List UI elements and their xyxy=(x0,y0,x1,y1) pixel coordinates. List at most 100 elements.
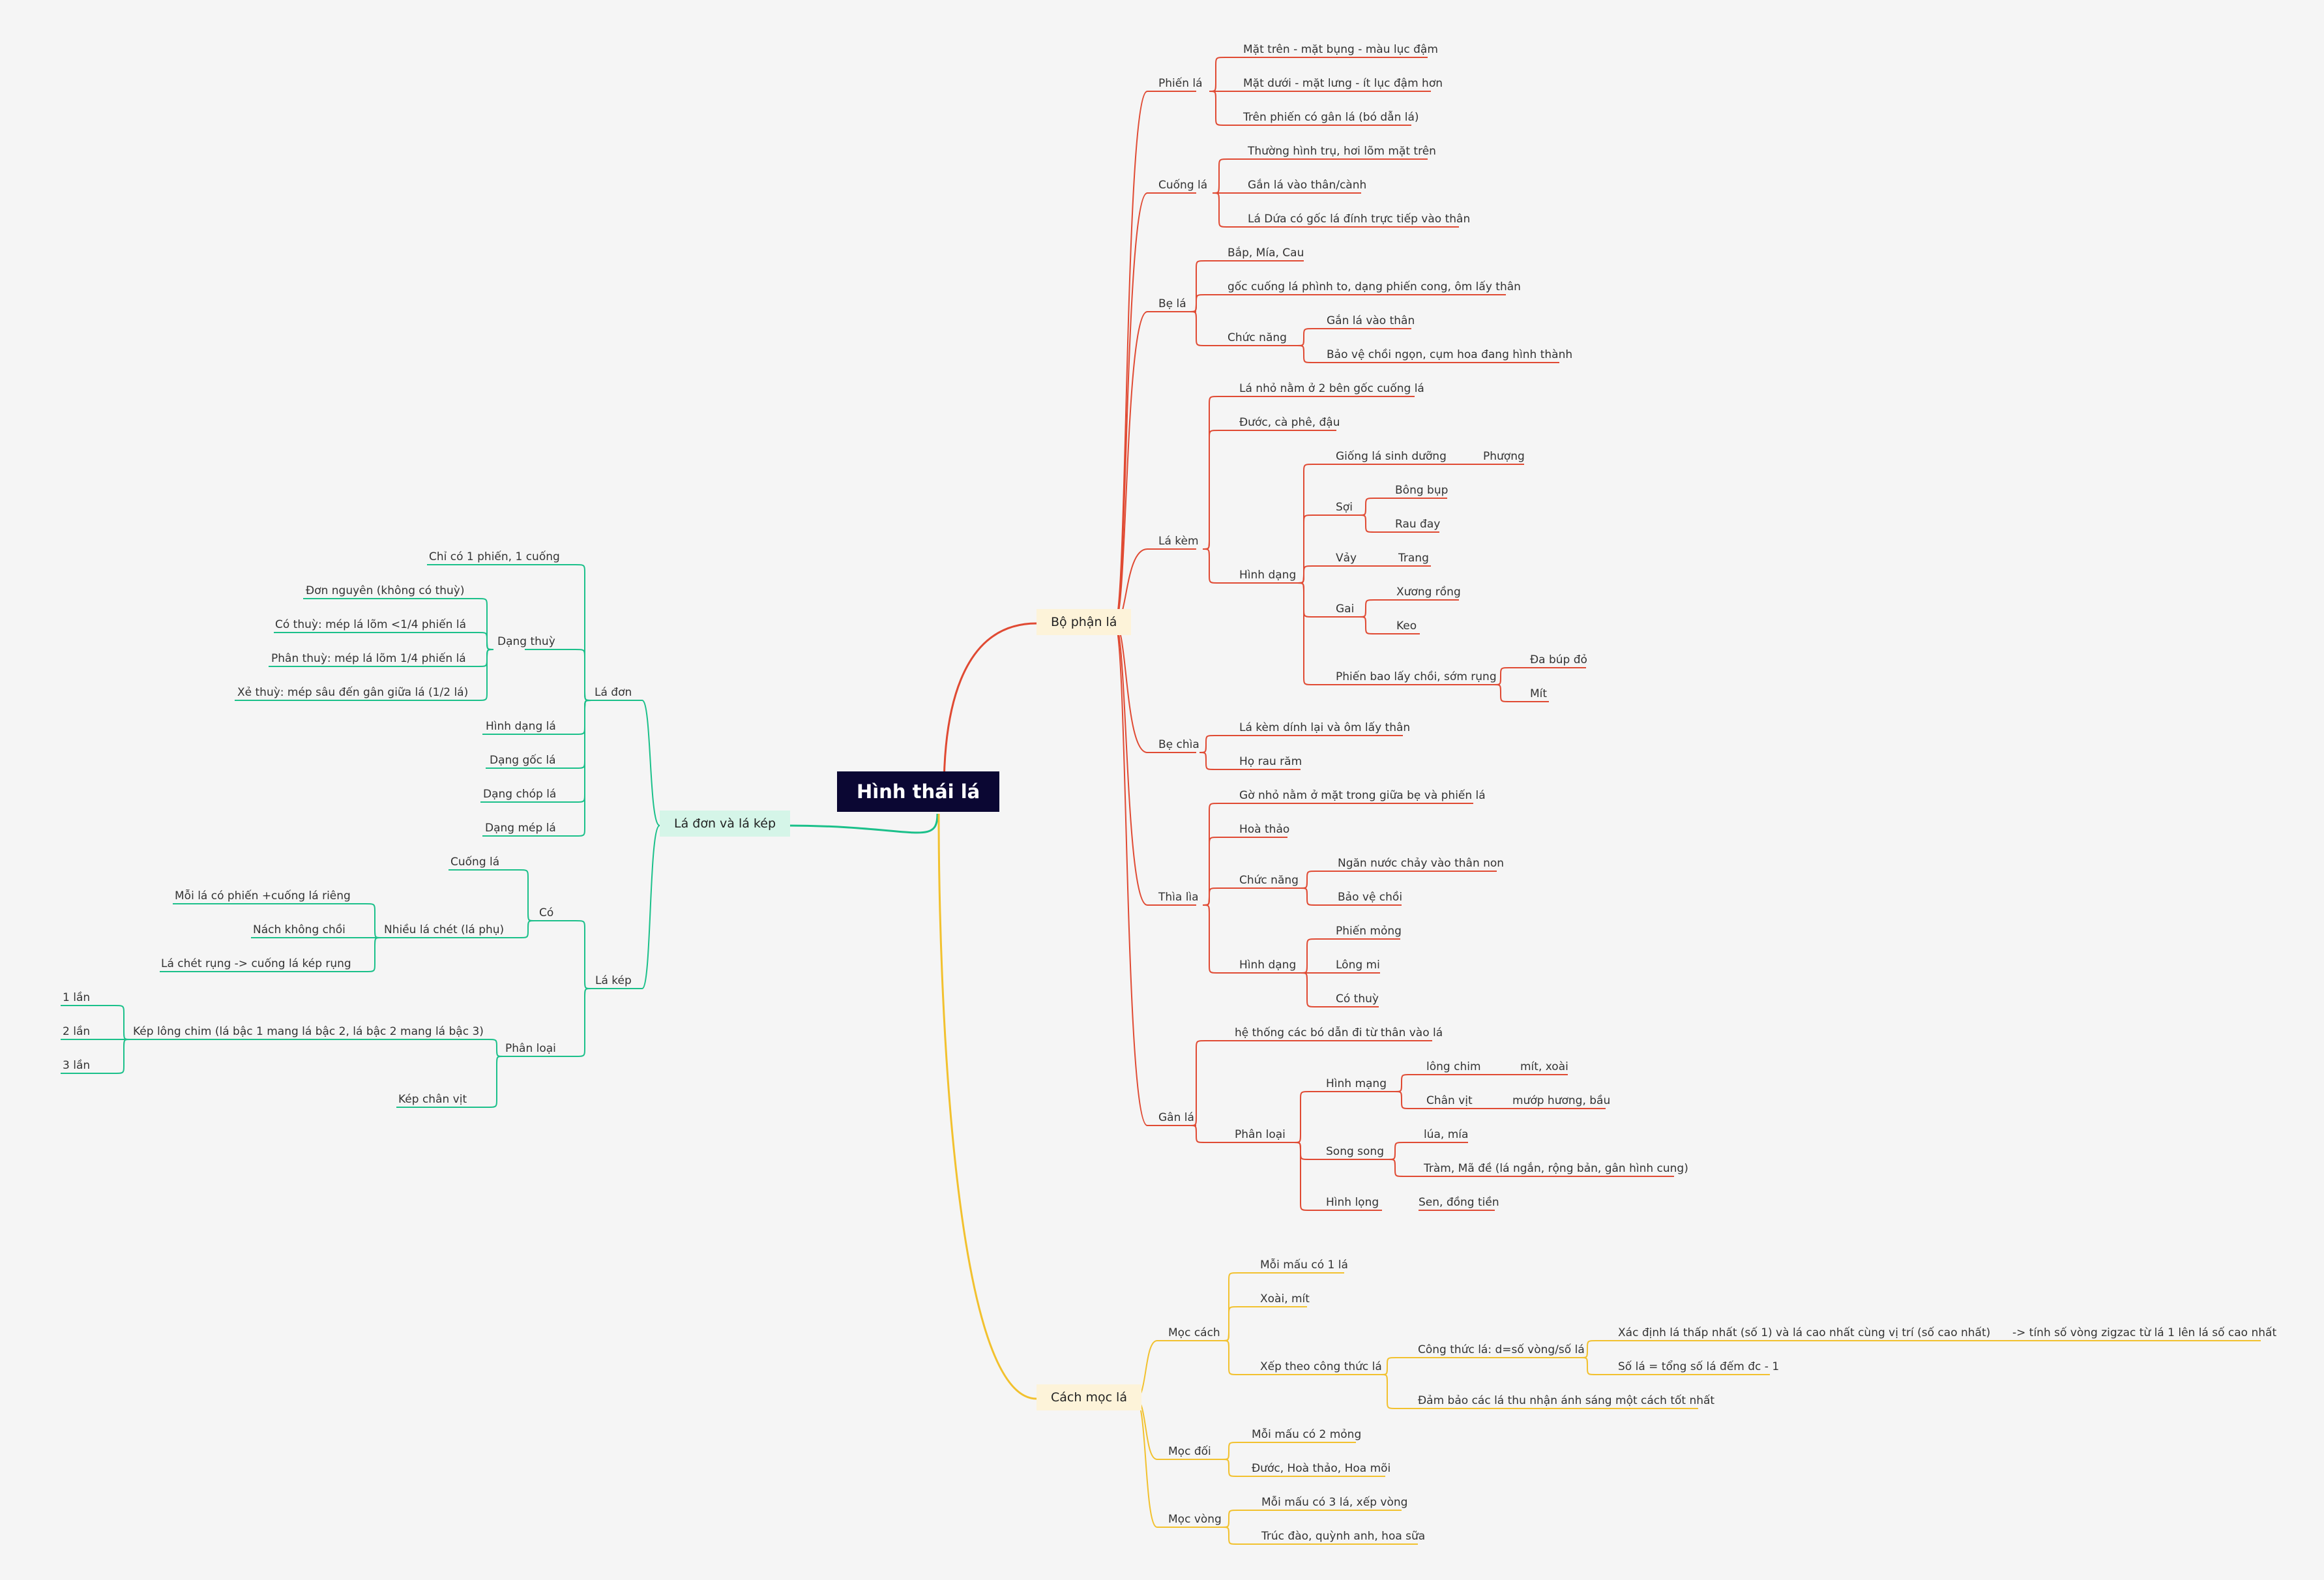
topic-lkp-nach-khong-choi[interactable]: Nách không chồi xyxy=(253,923,346,936)
topic-md-duoc[interactable]: Đước, Hoà thảo, Hoa mõi xyxy=(1252,1462,1391,1475)
topic-la-kem[interactable]: Lá kèm xyxy=(1158,535,1199,548)
topic-lk-soi[interactable]: Sợi xyxy=(1336,501,1353,514)
topic-lkp-moi-la[interactable]: Mỗi lá có phiến +cuống lá riêng xyxy=(175,889,351,902)
topic-tl-chuc-nang[interactable]: Chức năng xyxy=(1239,874,1299,887)
topic-gl-mit-xoai[interactable]: mít, xoài xyxy=(1520,1060,1568,1073)
topic-phien-la[interactable]: Phiến lá xyxy=(1158,77,1203,90)
topic-gl-sen[interactable]: Sen, đồng tiền xyxy=(1419,1196,1499,1209)
branch-bo-phan-la[interactable]: Bộ phận lá xyxy=(1037,609,1132,635)
topic-bc-ho-rau-ram[interactable]: Họ rau răm xyxy=(1239,755,1302,768)
topic-gl-tram-ma-de[interactable]: Tràm, Mã đề (lá ngắn, rộng bản, gân hình… xyxy=(1424,1162,1688,1175)
topic-tl-go-nho[interactable]: Gờ nhỏ nằm ở mặt trong giữa bẹ và phiến … xyxy=(1239,789,1486,802)
topic-md-moi-mau[interactable]: Mỗi mấu có 2 mỏng xyxy=(1252,1428,1362,1441)
topic-gl-lua-mia[interactable]: lúa, mía xyxy=(1424,1128,1469,1141)
topic-tl-hoa-thao[interactable]: Hoà thảo xyxy=(1239,823,1290,836)
topic-cl-gan-la[interactable]: Gắn lá vào thân/cành xyxy=(1248,179,1367,192)
topic-moc-cach[interactable]: Mọc cách xyxy=(1168,1326,1220,1339)
topic-ld-mot-phien[interactable]: Chỉ có 1 phiến, 1 cuống xyxy=(429,550,560,563)
topic-ld-dang-mep-la[interactable]: Dạng mép lá xyxy=(485,822,556,835)
topic-be-chia[interactable]: Bẹ chìa xyxy=(1158,738,1199,751)
topic-lk-trang[interactable]: Trang xyxy=(1398,552,1429,565)
topic-gl-chan-vit[interactable]: Chân vịt xyxy=(1426,1094,1473,1107)
topic-ld-don-nguyen[interactable]: Đơn nguyên (không có thuỳ) xyxy=(306,584,465,597)
topic-lk-hinh-dang[interactable]: Hình dạng xyxy=(1239,569,1297,582)
topic-pl-mat-duoi[interactable]: Mặt dưới - mặt lưng - ít lục đậm hơn xyxy=(1243,77,1443,90)
topic-bl-cn-gan-la[interactable]: Gắn lá vào thân xyxy=(1327,314,1415,327)
topic-be-la[interactable]: Bẹ lá xyxy=(1158,297,1186,310)
topic-ld-dang-thuy[interactable]: Dạng thuỳ xyxy=(497,635,555,648)
topic-lkp-3-lan[interactable]: 3 lần xyxy=(63,1059,91,1072)
topic-lk-bong-bup[interactable]: Bông bụp xyxy=(1395,484,1449,497)
topic-lkp-nhieu-la-chet[interactable]: Nhiều lá chét (lá phụ) xyxy=(384,923,505,936)
topic-gl-he-thong[interactable]: hệ thống các bó dẫn đi từ thân vào lá xyxy=(1235,1026,1443,1039)
topic-mc-moi-mau[interactable]: Mỗi mấu có 1 lá xyxy=(1260,1259,1348,1272)
topic-lk-duoc[interactable]: Đước, cà phê, đậu xyxy=(1239,416,1340,429)
topic-ld-co-thuy[interactable]: Có thuỳ: mép lá lõm <1/4 phiến lá xyxy=(275,618,467,631)
topic-lkp-co[interactable]: Có xyxy=(539,906,554,919)
topic-thia-lia[interactable]: Thìa lìa xyxy=(1158,891,1199,904)
topic-tl-co-thuy[interactable]: Có thuỳ xyxy=(1336,992,1379,1006)
topic-lk-phuong[interactable]: Phượng xyxy=(1483,450,1525,463)
topic-lkp-cuong-la[interactable]: Cuống lá xyxy=(450,856,500,869)
topic-mc-dam-bao[interactable]: Đảm bảo các lá thu nhận ánh sáng một các… xyxy=(1418,1394,1715,1407)
topic-lkp-la-chet-rung[interactable]: Lá chét rụng -> cuống lá kép rụng xyxy=(161,957,351,970)
topic-gl-long-chim[interactable]: lông chim xyxy=(1426,1060,1481,1073)
topic-la-don[interactable]: Lá đơn xyxy=(595,686,632,699)
topic-cl-hinh-tru[interactable]: Thường hình trụ, hơi lõm mặt trên xyxy=(1248,145,1436,158)
topic-tl-phien-mong[interactable]: Phiến mỏng xyxy=(1336,925,1402,938)
topic-gan-la[interactable]: Gân lá xyxy=(1158,1111,1194,1124)
topic-mc-xac-dinh[interactable]: Xác định lá thấp nhất (số 1) và lá cao n… xyxy=(1618,1326,1991,1339)
topic-bl-bap-mia-cau[interactable]: Bắp, Mía, Cau xyxy=(1228,246,1304,260)
topic-lk-la-nho[interactable]: Lá nhỏ nằm ở 2 bên gốc cuống lá xyxy=(1239,382,1424,395)
topic-lk-vay[interactable]: Vảy xyxy=(1336,552,1357,565)
branch-la-don-la-kep[interactable]: Lá đơn và lá kép xyxy=(660,811,790,837)
topic-tl-long-mi[interactable]: Lông mi xyxy=(1336,959,1380,972)
topic-moc-doi[interactable]: Mọc đối xyxy=(1168,1445,1211,1458)
topic-lkp-kep-long-chim[interactable]: Kép lông chim (lá bậc 1 mang lá bậc 2, l… xyxy=(133,1025,484,1038)
topic-mv-truc-dao[interactable]: Trúc đào, quỳnh anh, hoa sữa xyxy=(1261,1530,1426,1543)
topic-lk-giong-la[interactable]: Giống lá sinh dưỡng xyxy=(1336,450,1447,463)
topic-gl-song-song[interactable]: Song song xyxy=(1326,1145,1384,1158)
topic-lk-mit[interactable]: Mít xyxy=(1530,687,1548,700)
topic-bl-cn-bao-ve[interactable]: Bảo vệ chồi ngọn, cụm hoa đang hình thàn… xyxy=(1327,348,1573,361)
topic-mc-xoai-mit[interactable]: Xoài, mít xyxy=(1260,1292,1310,1305)
topic-lk-xuong-rong[interactable]: Xương rồng xyxy=(1396,586,1461,599)
topic-lk-gai[interactable]: Gai xyxy=(1336,603,1355,616)
topic-bc-la-kem[interactable]: Lá kèm dính lại và ôm lấy thân xyxy=(1239,721,1411,734)
topic-mc-cong-thuc[interactable]: Công thức lá: d=số vòng/số lá xyxy=(1418,1343,1585,1356)
topic-lkp-2-lan[interactable]: 2 lần xyxy=(63,1025,91,1038)
topic-gl-phan-loai[interactable]: Phân loại xyxy=(1235,1128,1286,1141)
topic-cuong-la[interactable]: Cuống lá xyxy=(1158,179,1208,192)
topic-lk-phien-bao[interactable]: Phiến bao lấy chồi, sớm rụng xyxy=(1336,670,1497,683)
topic-pl-gan-la[interactable]: Trên phiến có gân lá (bó dẫn lá) xyxy=(1243,111,1419,124)
root-topic[interactable]: Hình thái lá xyxy=(837,771,1000,812)
topic-moc-vong[interactable]: Mọc vòng xyxy=(1168,1513,1222,1526)
topic-gl-hinh-long[interactable]: Hình lọng xyxy=(1326,1196,1379,1209)
topic-ld-dang-goc-la[interactable]: Dạng gốc lá xyxy=(490,754,556,767)
topic-lk-keo[interactable]: Keo xyxy=(1396,619,1417,633)
topic-ld-xe-thuy[interactable]: Xẻ thuỳ: mép sâu đến gân giữa lá (1/2 lá… xyxy=(237,686,469,699)
topic-tl-ngan-nuoc[interactable]: Ngăn nước chảy vào thân non xyxy=(1338,857,1505,870)
topic-cl-la-dua[interactable]: Lá Dứa có gốc lá đính trực tiếp vào thân xyxy=(1248,213,1471,226)
topic-lk-rau-day[interactable]: Rau đay xyxy=(1395,518,1441,531)
topic-lkp-phan-loai[interactable]: Phân loại xyxy=(505,1042,556,1055)
topic-ld-phan-thuy[interactable]: Phân thuỳ: mép lá lõm 1/4 phiến lá xyxy=(271,652,466,665)
topic-mv-moi-mau[interactable]: Mỗi mấu có 3 lá, xếp vòng xyxy=(1261,1496,1408,1509)
topic-tl-hinh-dang[interactable]: Hình dạng xyxy=(1239,959,1297,972)
topic-mc-tinh-so-vong[interactable]: -> tính số vòng zigzac từ lá 1 lên lá số… xyxy=(2012,1326,2277,1339)
topic-pl-mat-tren[interactable]: Mặt trên - mặt bụng - màu lục đậm xyxy=(1243,43,1438,56)
topic-gl-hinh-mang[interactable]: Hình mạng xyxy=(1326,1077,1387,1090)
topic-tl-bao-ve-choi[interactable]: Bảo vệ chồi xyxy=(1338,891,1403,904)
branch-cach-moc-la[interactable]: Cách mọc lá xyxy=(1037,1384,1141,1410)
topic-ld-hinh-dang-la[interactable]: Hình dạng lá xyxy=(486,720,556,733)
topic-lkp-kep-chan-vit[interactable]: Kép chân vịt xyxy=(398,1093,467,1106)
topic-lkp-1-lan[interactable]: 1 lần xyxy=(63,991,91,1004)
topic-mc-so-la[interactable]: Số lá = tổng số lá đếm đc - 1 xyxy=(1618,1360,1780,1373)
topic-mc-xep-cong-thuc[interactable]: Xếp theo công thức lá xyxy=(1260,1360,1382,1373)
topic-ld-dang-chop-la[interactable]: Dạng chóp lá xyxy=(483,788,557,801)
topic-la-kep[interactable]: Lá kép xyxy=(595,974,632,987)
topic-bl-chuc-nang[interactable]: Chức năng xyxy=(1228,331,1287,344)
topic-bl-goc-cuong[interactable]: gốc cuống lá phình to, dạng phiến cong, … xyxy=(1228,280,1521,293)
topic-lk-da-bup-do[interactable]: Đa búp đỏ xyxy=(1530,653,1587,666)
topic-gl-muop-huong[interactable]: mướp hương, bầu xyxy=(1512,1094,1611,1107)
